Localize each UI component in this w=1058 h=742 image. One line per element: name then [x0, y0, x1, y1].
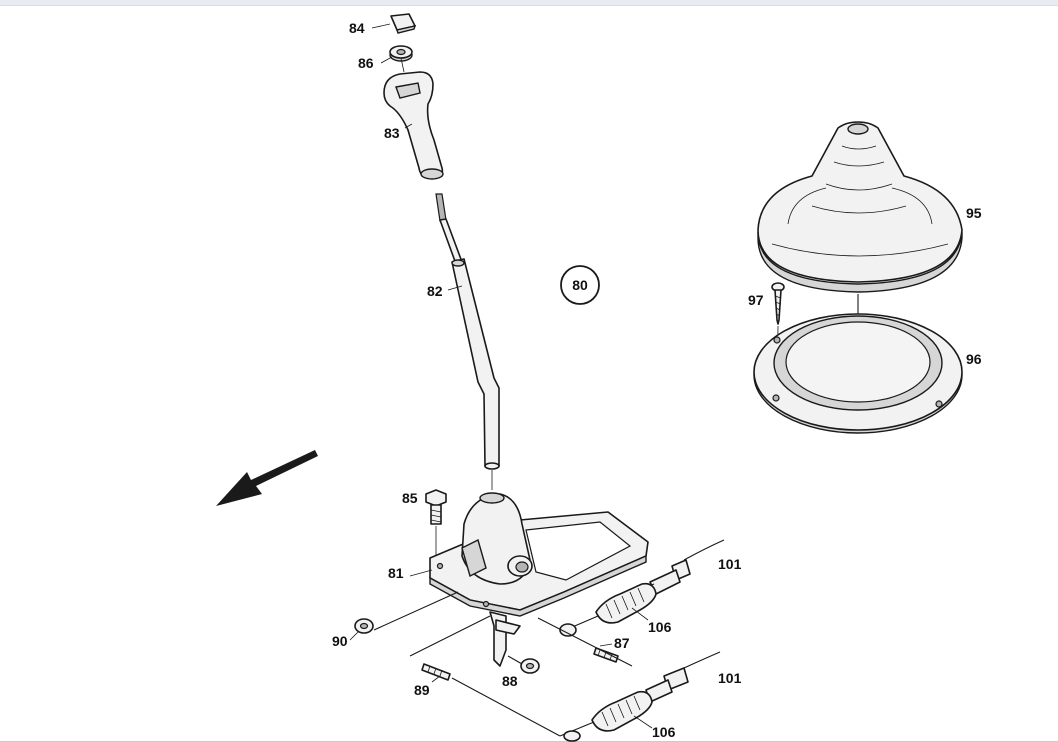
part-85-bolt [425, 489, 447, 525]
part-96-ring [753, 313, 963, 434]
part-90-bushing [354, 618, 374, 634]
label-89: 89 [414, 682, 430, 698]
part-106-boot-upper [595, 582, 657, 624]
label-82: 82 [427, 283, 443, 299]
label-88: 88 [502, 673, 518, 689]
label-95: 95 [966, 205, 982, 221]
part-84-cap [390, 13, 417, 34]
part-101-cable-lower [645, 651, 721, 703]
label-97: 97 [748, 292, 764, 308]
part-81-bracket [489, 611, 521, 667]
part-97-screw [771, 282, 785, 325]
part-88-nut [520, 658, 540, 674]
label-87: 87 [614, 635, 630, 651]
label-83: 83 [384, 125, 400, 141]
label-90: 90 [332, 633, 348, 649]
part-89-pin [421, 663, 451, 681]
label-96: 96 [966, 351, 982, 367]
part-83-knob [383, 71, 444, 180]
part-106-boot-lower [591, 690, 653, 732]
label-81: 81 [388, 565, 404, 581]
direction-arrow-icon [216, 450, 318, 506]
label-85: 85 [402, 490, 418, 506]
assembly-number: 80 [572, 277, 588, 293]
part-86-nut [389, 45, 413, 62]
label-86: 86 [358, 55, 374, 71]
part-95-boot [757, 121, 963, 293]
part-81-housing [429, 492, 649, 617]
part-82-lever [435, 193, 500, 470]
label-84: 84 [349, 20, 365, 36]
part-87-pin [559, 623, 619, 663]
label-106-lower: 106 [652, 724, 676, 740]
assembly-label-80: 80 [560, 265, 600, 305]
label-101-lower: 101 [718, 670, 742, 686]
label-106-upper: 106 [648, 619, 672, 635]
label-101-upper: 101 [718, 556, 742, 572]
